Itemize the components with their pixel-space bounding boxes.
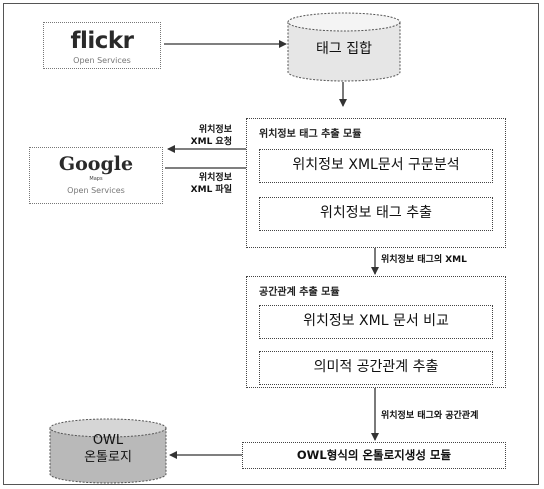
- tag-extract-step: 위치정보 태그 추출: [259, 197, 493, 231]
- tag-set-label: 태그 집합: [316, 41, 372, 57]
- owl-store-label: OWL 온톨로지: [50, 432, 166, 466]
- flickr-source: flickr Open Services: [43, 22, 161, 69]
- google-logo: Google: [58, 153, 134, 175]
- owl-store-line2: 온톨로지: [84, 450, 132, 465]
- tag-xml-label: 위치정보 태그의 XML: [381, 255, 467, 265]
- google-caption: Open Services: [67, 186, 125, 195]
- xml-file-label: 위치정보 XML 파일: [190, 173, 232, 195]
- xml-compare-step: 위치정보 XML 문서 비교: [259, 305, 493, 339]
- diagram-frame: [3, 3, 539, 485]
- tag-and-relation-label: 위치정보 태그와 공간관계: [381, 411, 479, 421]
- google-maps-tag: Maps: [89, 176, 103, 182]
- google-source: Google Maps Open Services: [29, 147, 163, 204]
- xml-request-label: 위치정보 XML 요청: [190, 125, 232, 147]
- spatial-module-title: 공간관계 추출 모듈: [259, 287, 340, 298]
- flickr-caption: Open Services: [73, 56, 131, 65]
- spatial-relation-module: 공간관계 추출 모듈 위치정보 XML 문서 비교 의미적 공간관계 추출: [246, 276, 506, 388]
- owl-store-line1: OWL: [92, 433, 124, 448]
- tag-set-cylinder: [287, 12, 401, 82]
- semantic-relation-step: 의미적 공간관계 추출: [259, 351, 493, 385]
- owl-store-cylinder: [49, 418, 167, 484]
- flickr-logo: flickr: [70, 28, 134, 54]
- extract-module-title: 위치정보 태그 추출 모듈: [259, 129, 362, 140]
- xml-parse-step: 위치정보 XML문서 구문분석: [259, 149, 493, 183]
- owl-ontology-generation-module: OWL형식의 온톨로지생성 모듈: [242, 442, 506, 469]
- location-tag-extract-module: 위치정보 태그 추출 모듈 위치정보 XML문서 구문분석 위치정보 태그 추출: [246, 118, 506, 248]
